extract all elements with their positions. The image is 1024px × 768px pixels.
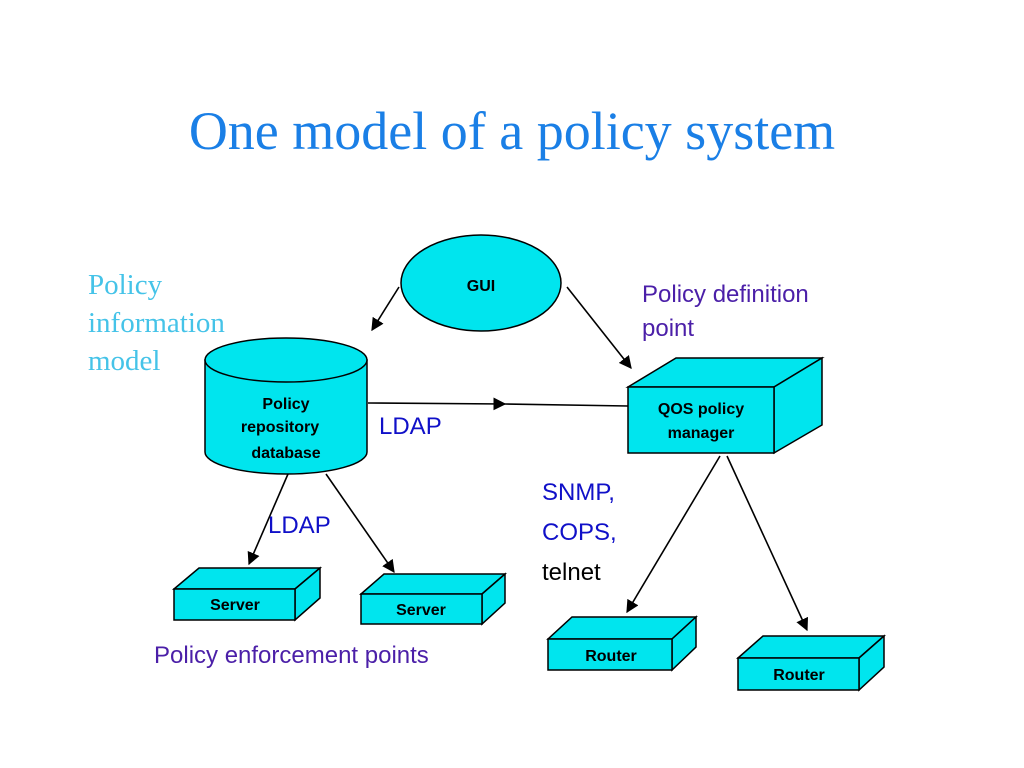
label-line: Policy <box>88 269 163 301</box>
router-left: Router <box>546 615 698 672</box>
server-right: Server <box>358 572 508 626</box>
repository-label-line: Policy <box>262 396 309 413</box>
server-right-front <box>360 593 483 625</box>
router-left-top <box>546 616 698 640</box>
snmp-text: SNMP, <box>542 479 615 506</box>
telnet-text: telnet <box>542 559 601 586</box>
cops-text: COPS, <box>542 519 617 546</box>
label-line: Policy definition <box>642 281 809 308</box>
server-right-label: Server <box>396 602 446 619</box>
cylinder-body <box>204 359 368 475</box>
policy-definition-point-label: Policy definition point <box>642 278 809 346</box>
qos-label-line: QOS policy <box>658 401 744 418</box>
policy-repository-database: Policy repository database <box>204 337 368 475</box>
page-title: One model of a policy system <box>188 101 836 161</box>
qos-box-front <box>627 386 775 454</box>
label-line: model <box>88 345 161 377</box>
gui-to-qos-arrow <box>566 286 632 370</box>
ldap-arrow-to-qos <box>367 397 507 411</box>
server-right-top <box>358 573 508 595</box>
gui-node: GUI <box>400 234 562 332</box>
server-left: Server <box>171 566 323 622</box>
label-line: point <box>642 315 695 342</box>
repository-label-line: repository <box>241 419 319 436</box>
gui-label: GUI <box>467 278 495 295</box>
router-right-label: Router <box>773 667 825 684</box>
server-left-label: Server <box>210 597 260 614</box>
protocols-label: SNMP, COPS, telnet <box>542 473 617 593</box>
label-line: information <box>88 307 225 339</box>
connectors <box>247 286 809 632</box>
policy-enforcement-points-label: Policy enforcement points <box>154 642 429 669</box>
qos-label-line: manager <box>668 425 735 442</box>
cylinder-top <box>204 337 368 383</box>
router-right-front <box>737 657 860 691</box>
qos-policy-manager: QOS policy manager <box>625 356 825 455</box>
repository-label-line: database <box>251 445 320 462</box>
policy-information-model-label: Policy information model <box>88 266 225 380</box>
gui-ellipse <box>400 234 562 332</box>
repository-to-server-right-arrow <box>325 473 395 574</box>
ldap-label-top: LDAP <box>379 413 442 440</box>
server-left-front <box>173 588 296 621</box>
qos-to-router-left-arrow <box>626 455 721 614</box>
repository-to-server-left-arrow <box>247 473 289 566</box>
router-left-front <box>547 638 673 671</box>
ldap-line-to-qos <box>504 403 629 407</box>
router-left-label: Router <box>585 648 637 665</box>
gui-to-repository-arrow <box>371 286 400 332</box>
qos-to-router-right-arrow <box>726 455 809 632</box>
router-right: Router <box>736 634 886 692</box>
ldap-label-bottom: LDAP <box>268 512 331 539</box>
